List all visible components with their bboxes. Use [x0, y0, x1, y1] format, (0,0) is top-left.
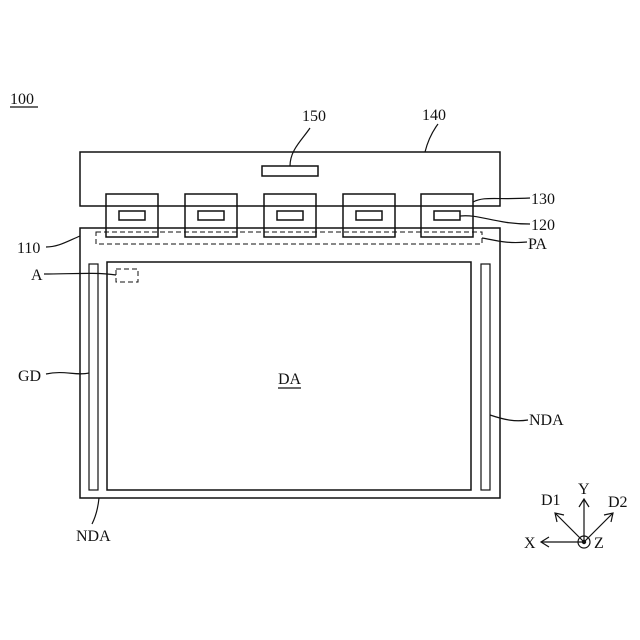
label-130: 130	[531, 191, 555, 208]
label-nda-right: NDA	[529, 412, 564, 429]
chip-on-film-2	[185, 194, 237, 237]
axis-label-d1: D1	[541, 492, 561, 509]
region-a-box	[116, 269, 138, 282]
leader-120	[460, 216, 530, 224]
label-140: 140	[422, 107, 446, 124]
leader-140	[425, 124, 438, 152]
axis-label-y: Y	[578, 481, 590, 498]
axis-label-x: X	[524, 535, 536, 552]
label-120: 120	[531, 217, 555, 234]
display-panel-110	[80, 228, 500, 498]
axis-label-d2: D2	[608, 494, 628, 511]
leader-130	[473, 198, 530, 202]
axis-label-z: Z	[594, 535, 604, 552]
leader-110	[46, 236, 80, 247]
leader-pa	[482, 238, 527, 243]
figure-ref-label: 100	[10, 91, 34, 108]
chip-on-film-4	[343, 194, 395, 237]
leader-nda-bottom	[92, 498, 99, 524]
label-pa: PA	[528, 236, 547, 253]
leader-gd	[46, 373, 89, 374]
coordinate-axes: Y X Z D1 D2	[524, 481, 628, 552]
gate-driver-gd	[89, 264, 98, 490]
label-da: DA	[278, 371, 302, 388]
leader-150	[290, 128, 310, 166]
pad-area-pa	[96, 232, 482, 244]
chip-on-film-1	[106, 194, 158, 237]
label-a: A	[31, 267, 43, 284]
leader-nda-right	[490, 415, 528, 421]
label-150: 150	[302, 108, 326, 125]
label-gd: GD	[18, 368, 41, 385]
driver-ic-150	[262, 166, 318, 176]
label-110: 110	[17, 240, 40, 257]
right-non-display-strip	[481, 264, 490, 490]
chip-on-film-3	[264, 194, 316, 237]
z-axis-dot	[582, 540, 586, 544]
label-nda-bottom: NDA	[76, 528, 111, 545]
